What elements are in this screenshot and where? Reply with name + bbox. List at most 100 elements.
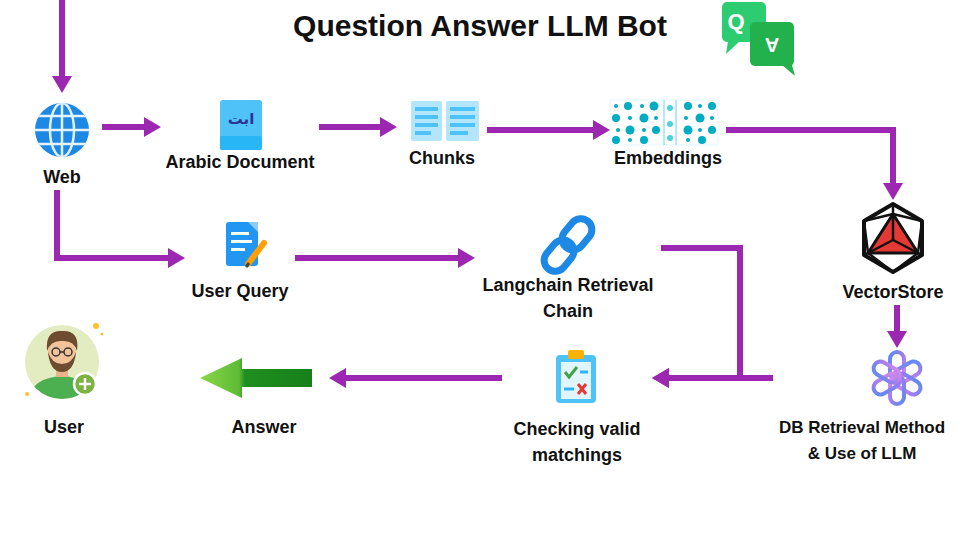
vectorstore-icon — [864, 204, 922, 272]
hexagon-frame — [864, 204, 922, 272]
flow-node: DB Retrieval Method & Use of LLM — [773, 348, 951, 467]
dot — [628, 116, 632, 120]
text-line — [231, 248, 245, 251]
glasses-bridge — [60, 351, 64, 353]
node-label: Checking valid matchings — [502, 416, 652, 468]
embedding-dots — [612, 102, 716, 145]
flow-node: Answer — [199, 356, 329, 440]
page-fold — [248, 222, 258, 232]
flow-arrow — [652, 248, 740, 388]
node-label: Web — [22, 164, 102, 190]
parallel — [32, 115, 92, 118]
dot — [650, 102, 659, 111]
dot — [654, 116, 658, 120]
flow-arrow — [487, 120, 610, 140]
arrow-head — [652, 368, 669, 388]
embedding-divider — [675, 100, 677, 145]
clip — [568, 350, 584, 359]
avatar-figure — [28, 331, 96, 402]
chunk-row — [415, 123, 438, 127]
text-line — [231, 232, 249, 235]
node-label: Langchain Retrieval Chain — [475, 272, 661, 324]
decor-dot — [93, 323, 99, 329]
strut — [892, 214, 895, 240]
embedding-divider — [663, 100, 665, 145]
pencil-tip — [246, 263, 249, 267]
dot — [698, 136, 706, 144]
decor-dot — [25, 392, 29, 396]
icon-space — [773, 348, 951, 415]
decor-dot — [101, 333, 104, 336]
flow-node: User Query — [185, 218, 295, 304]
red-triangle — [868, 214, 918, 253]
connector-line — [319, 124, 383, 130]
dot — [698, 128, 702, 132]
connector-line — [487, 127, 596, 133]
dot — [640, 104, 644, 108]
chunk-sheet — [446, 101, 479, 141]
chunk-row — [450, 131, 468, 135]
node-label: Chunks — [397, 145, 487, 171]
icon-space — [161, 100, 319, 149]
flow-arrow — [887, 305, 907, 348]
check-mark — [565, 367, 577, 377]
flow-arrow — [726, 130, 903, 200]
arrow-head — [883, 183, 903, 200]
title: Question Answer LLM Bot — [180, 6, 780, 46]
list-line — [564, 388, 574, 391]
arrow-head — [168, 248, 185, 268]
icon-space — [837, 200, 949, 279]
add-badge — [74, 373, 96, 395]
icon-space — [185, 218, 295, 278]
document-sheet — [220, 100, 262, 150]
dot — [640, 136, 648, 144]
logo-petal — [871, 359, 902, 385]
arrow-head — [887, 331, 907, 348]
connector-line — [343, 375, 502, 381]
icon-space — [502, 348, 652, 416]
logo-letter: Q — [727, 9, 744, 34]
flow-arrow — [652, 368, 773, 388]
speech-bubble — [750, 22, 794, 66]
dot — [642, 128, 646, 132]
arrow-head — [593, 120, 610, 140]
connector-line — [57, 190, 171, 258]
arrow-head — [380, 117, 397, 137]
icon-space — [475, 214, 661, 272]
icon-space — [397, 100, 487, 145]
qa-logo: Q A — [722, 2, 795, 76]
chunk-row — [415, 107, 438, 111]
arrow-shaft — [59, 0, 65, 78]
cross-mark — [578, 384, 586, 394]
globe-grid — [32, 100, 92, 160]
connector-line — [894, 305, 900, 334]
node-label: Answer — [199, 414, 329, 440]
icon-space — [199, 356, 329, 414]
user-avatar — [25, 323, 104, 402]
parallel — [32, 129, 92, 132]
cross-mark — [578, 384, 586, 394]
parallel — [32, 143, 92, 146]
node-label: Arabic Document — [161, 149, 319, 175]
strut — [864, 214, 893, 221]
dot — [698, 104, 702, 108]
arabic-letters: ابت — [228, 110, 255, 128]
chunk-row — [450, 115, 475, 119]
dot — [614, 104, 618, 108]
chain-link-icon — [540, 214, 597, 276]
text-line — [231, 240, 252, 243]
flow-node: User — [24, 322, 104, 440]
dot — [710, 116, 714, 120]
connector-line — [295, 255, 461, 261]
connector-line — [661, 248, 740, 378]
strut — [892, 204, 895, 214]
strut — [893, 240, 918, 253]
glasses — [64, 348, 72, 356]
chunk-row — [450, 107, 475, 111]
dot — [684, 102, 692, 110]
flow-arrow — [295, 248, 475, 268]
strut — [868, 253, 893, 272]
arrow-head — [329, 368, 346, 388]
